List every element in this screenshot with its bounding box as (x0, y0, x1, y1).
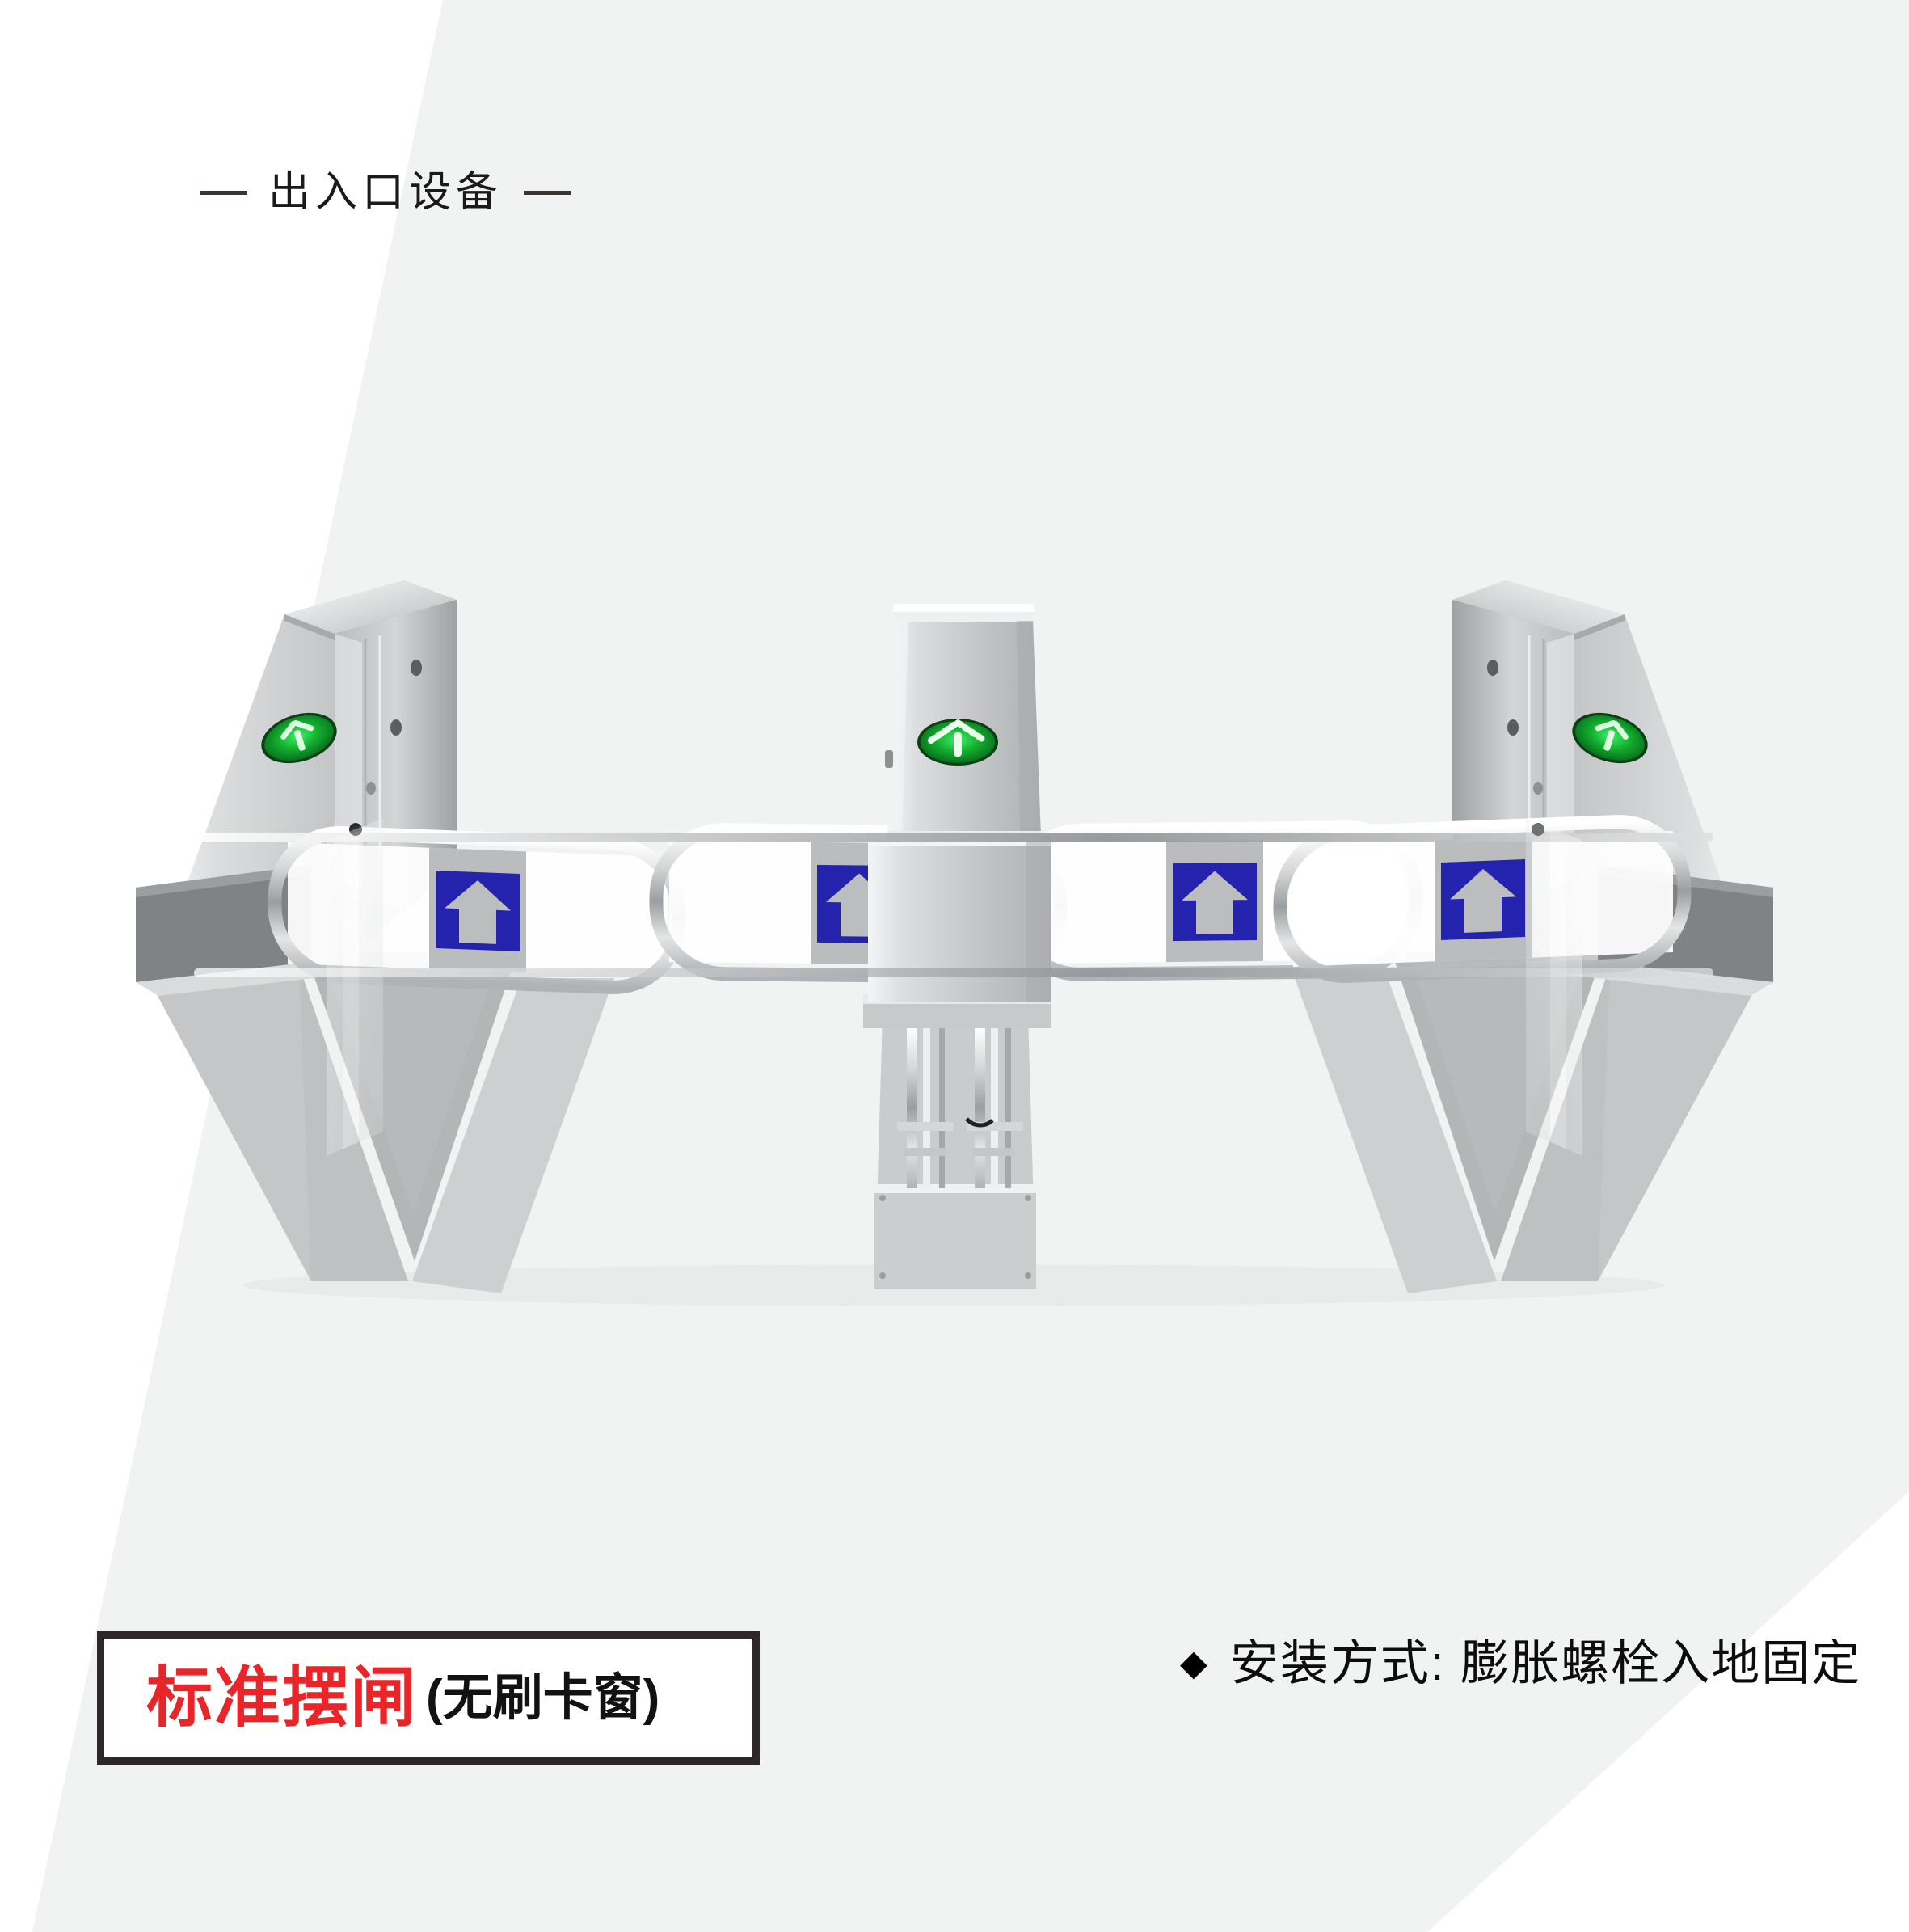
indicator-lamp-center (917, 719, 998, 766)
indicator-lamp-left (261, 712, 337, 764)
rail-top (194, 833, 1713, 842)
page-header: 出入口设备 (200, 171, 571, 213)
product-label-box: 标准摆闸 (无刷卡窗) (97, 1631, 760, 1765)
product-variant: (无刷卡窗) (426, 1669, 660, 1726)
pedestal-left-dark-panel (136, 865, 311, 982)
installation-spec-text: 安装方式: 膨胀螺栓入地固定 (1229, 1636, 1862, 1690)
pedestal-left (136, 580, 614, 1293)
diamond-bullet-icon: ◆ (1180, 1643, 1207, 1683)
acrylic-wing-right (1526, 818, 1582, 1156)
indicator-lamp-right (1572, 712, 1648, 764)
header-dash-left-icon (200, 190, 247, 195)
header-dash-right-icon (524, 190, 571, 195)
page-title: 出入口设备 (268, 169, 504, 216)
rail-bottom (194, 968, 1713, 977)
acrylic-wing-left (327, 818, 383, 1156)
product-name: 标准摆闸 (146, 1660, 419, 1735)
pedestal-center (863, 604, 1051, 1289)
installation-spec: ◆ 安装方式: 膨胀螺栓入地固定 (1180, 1639, 1861, 1688)
